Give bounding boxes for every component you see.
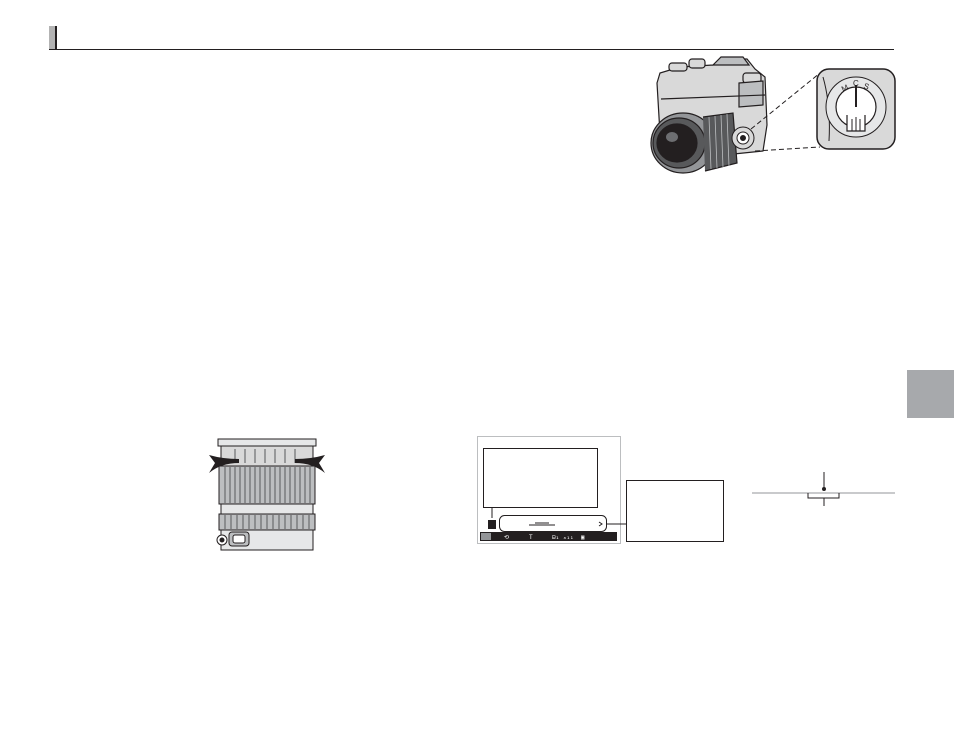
selector-position-m: M xyxy=(840,83,850,94)
focus-ring-knurling xyxy=(224,449,311,529)
section-header-rule xyxy=(49,49,894,50)
focus-selector-callout: M C S xyxy=(816,68,896,150)
monitor-display-illustration: ⟲ T ⊟₁ ₐ₁₁ ▣ xyxy=(477,436,724,544)
monitor-status-bar xyxy=(480,532,617,541)
scale-pointer-dot xyxy=(822,487,826,491)
chevron-right-icon xyxy=(598,521,603,527)
status-glyph-3: ⊟₁ ₐ₁₁ xyxy=(552,534,574,541)
status-glyph-2: T xyxy=(529,534,533,541)
chapter-side-tab xyxy=(907,370,954,418)
camera-focus-selector-illustration: M C S xyxy=(650,56,896,174)
rotation-arrow-left-icon xyxy=(209,455,239,473)
selector-position-s: S xyxy=(862,81,870,91)
callout-leader-lines xyxy=(750,72,821,152)
monitor-callout-box-upper xyxy=(483,448,598,508)
rotation-arrow-right-icon xyxy=(295,455,325,473)
monitor-callout-box-lower xyxy=(626,480,724,542)
status-glyph-1: ⟲ xyxy=(504,534,509,541)
status-bar-indicator xyxy=(481,533,491,540)
selector-position-c: C xyxy=(853,79,859,88)
scale-bracket xyxy=(807,493,840,499)
monitor-icon-indicator xyxy=(488,520,496,529)
monitor-highlight-outline xyxy=(499,515,607,532)
lens-focus-ring-illustration xyxy=(209,438,325,551)
focus-distance-indicator xyxy=(529,522,555,526)
camera-lens-drawing xyxy=(650,112,738,174)
section-header-tab-edge xyxy=(55,26,57,49)
focus-selector-on-body xyxy=(731,126,755,150)
lens-switch-drawing xyxy=(216,531,250,547)
section-header-tab xyxy=(49,26,55,49)
status-glyph-4: ▣ xyxy=(581,534,585,541)
focus-distance-scale-illustration xyxy=(752,472,895,506)
